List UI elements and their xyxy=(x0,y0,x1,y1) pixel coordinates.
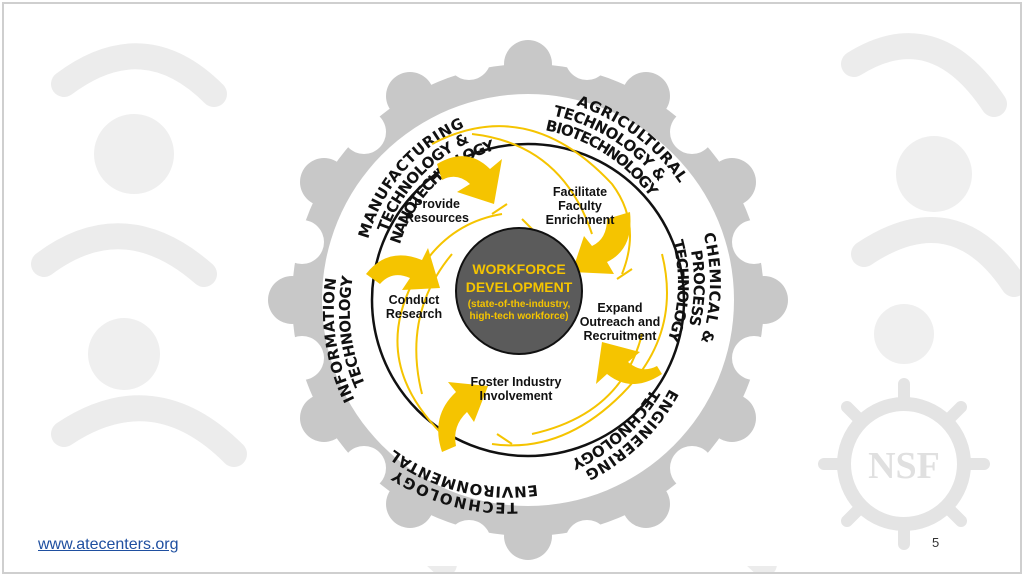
activity-foster-1: Foster Industry xyxy=(471,375,562,389)
activity-facilitate-1: Facilitate xyxy=(553,185,607,199)
website-link[interactable]: www.atecenters.org xyxy=(38,536,179,553)
diagram-svg: MANUFACTURING TECHNOLOGY & NANOTECHNOLOG… xyxy=(268,36,788,564)
activity-facilitate-3: Enrichment xyxy=(546,213,616,227)
label-chemical-2: PROCESS xyxy=(685,249,708,329)
arrow-icon-bottom xyxy=(438,382,488,452)
yellow-arrows xyxy=(366,156,662,452)
page-number: 5 xyxy=(932,535,940,550)
arrow-icon-left xyxy=(366,248,440,290)
activity-foster-2: Involvement xyxy=(480,389,554,403)
activity-provide-resources-2: Resources xyxy=(405,211,469,225)
core-title-1: WORKFORCE xyxy=(472,261,565,277)
arrow-icon-right xyxy=(572,212,631,274)
nsf-watermark-logo: NSF xyxy=(818,378,990,550)
activity-facilitate-2: Faculty xyxy=(558,199,602,213)
activity-labels: Provide Resources Facilitate Faculty Enr… xyxy=(386,185,660,403)
core-subtitle-1: (state-of-the-industry, xyxy=(468,299,571,310)
ate-diagram: MANUFACTURING TECHNOLOGY & NANOTECHNOLOG… xyxy=(262,34,794,566)
activity-expand-3: Recruitment xyxy=(584,329,658,343)
activity-expand-1: Expand xyxy=(597,301,642,315)
arrow-icon-top xyxy=(437,156,502,204)
arrow-icon-lower-right xyxy=(596,342,662,384)
activity-conduct-1: Conduct xyxy=(389,293,441,307)
nsf-logo-text: NSF xyxy=(868,445,940,487)
activity-conduct-2: Research xyxy=(386,307,442,321)
core-title-2: DEVELOPMENT xyxy=(466,279,573,295)
core-subtitle-2: high-tech workforce) xyxy=(470,311,569,322)
activity-expand-2: Outreach and xyxy=(580,315,661,329)
activity-provide-resources-1: Provide xyxy=(414,197,460,211)
core-circle: WORKFORCE DEVELOPMENT (state-of-the-indu… xyxy=(455,227,583,355)
